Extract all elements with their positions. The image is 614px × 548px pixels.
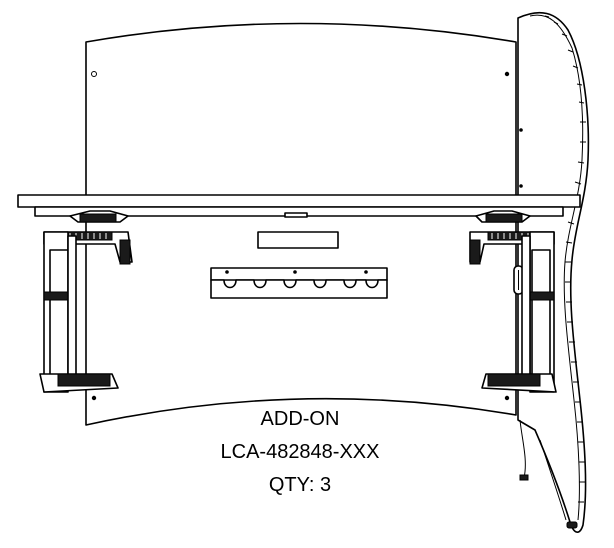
right-clamp	[469, 210, 557, 393]
caption-line-quantity: QTY: 3	[269, 474, 331, 496]
cable-manager	[210, 267, 388, 299]
side-panel-cable	[519, 419, 567, 521]
panel-screw-top-right	[504, 71, 510, 77]
desktop-center-bracket	[284, 212, 308, 218]
caption-line-part-number: LCA-482848-XXX	[221, 441, 380, 463]
side-panel-edge	[529, 14, 584, 521]
panel-screw-bottom-right	[504, 395, 510, 401]
panel-screw-top-left	[91, 71, 97, 77]
side-panel-screw-1	[519, 128, 523, 132]
panel-screw-bottom-left	[91, 395, 97, 401]
cable-clip	[519, 474, 529, 481]
caption-line-addon: ADD-ON	[261, 408, 340, 430]
back-panel	[85, 22, 517, 426]
left-clamp	[39, 210, 133, 393]
label-plate	[257, 231, 339, 249]
side-panel-screw-2	[519, 184, 523, 188]
side-panel-hatching	[544, 15, 586, 503]
foot-glide	[566, 521, 578, 529]
desktop-surface	[17, 194, 581, 208]
